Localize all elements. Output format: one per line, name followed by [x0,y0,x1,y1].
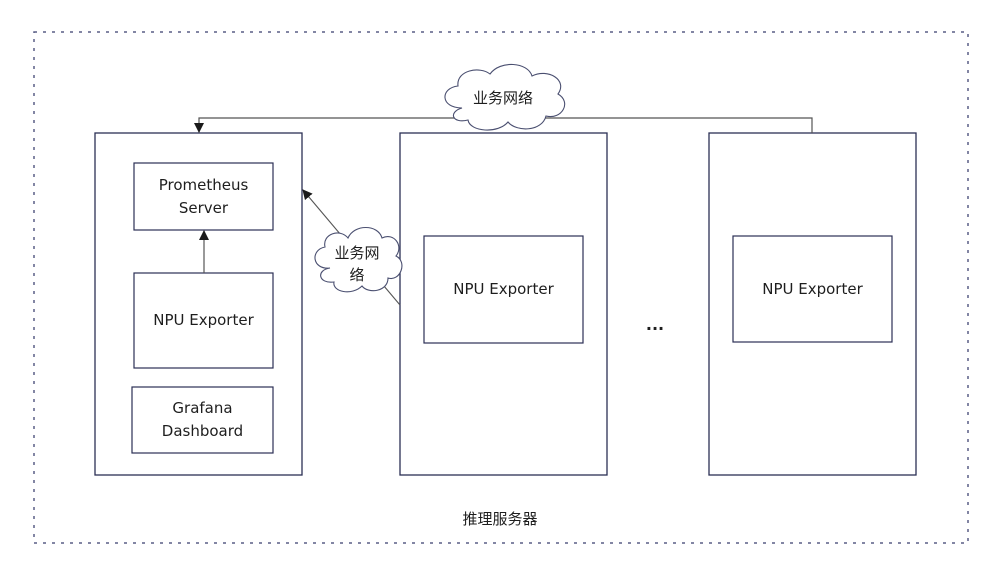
npu-exporter-label-2: NPU Exporter [453,280,554,298]
inference-server-label: 推理服务器 [462,509,538,528]
network-label-top: 业务网络 [472,89,533,107]
npu-exporter-label-3: NPU Exporter [762,279,863,298]
prometheus-server-label: Prometheus Server [158,175,249,217]
grafana-dashboard-box [131,386,274,454]
npu-exporter-box-1 [133,272,274,369]
network-label-side: 业务网 络 [334,244,380,284]
network-cloud-top [444,63,566,131]
npu-exporter-label-1: NPU Exporter [153,311,254,329]
inference-server-boundary [33,31,969,544]
grafana-dashboard-label: Grafana Dashboard [161,399,244,440]
npu-exporter-box-3 [732,235,893,343]
npu-exporter-box-2 [423,235,584,344]
more-nodes-ellipsis: ... [645,314,665,334]
network-cloud-side [314,226,403,293]
